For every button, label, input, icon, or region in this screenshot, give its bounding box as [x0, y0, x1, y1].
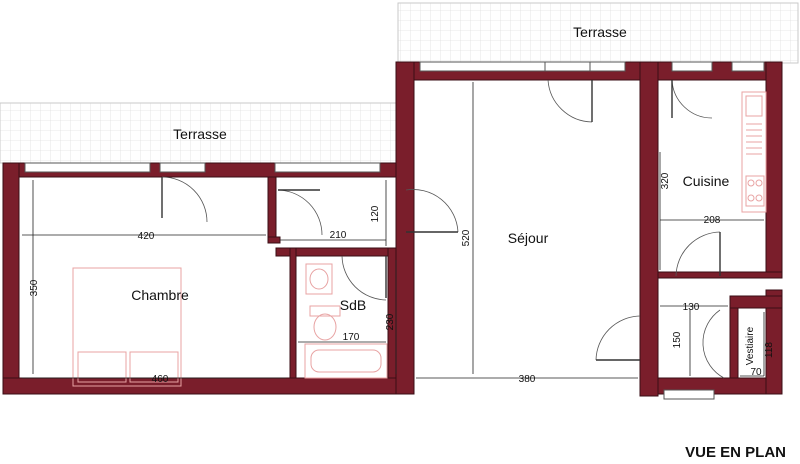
dim-chambre-height: 350	[29, 279, 40, 296]
dim-chambre-bottom: 460	[152, 374, 169, 385]
dim-vestiaire-width: 70	[750, 367, 762, 378]
room-label-chambre: Chambre	[131, 287, 189, 303]
terrace-right-area	[397, 2, 799, 64]
terrace-left-area	[0, 102, 399, 164]
furniture	[72, 91, 767, 387]
toilet	[309, 305, 341, 317]
plan-title: VUE EN PLAN	[685, 444, 786, 461]
dim-cuisine-width: 208	[704, 215, 721, 226]
bathtub	[304, 343, 388, 379]
windows	[24, 61, 765, 400]
room-label-vestiaire: Vestiaire	[745, 326, 756, 365]
room-label-sejour: Séjour	[508, 230, 549, 246]
terrace-right-label: Terrasse	[573, 24, 627, 40]
dimension-lines	[22, 82, 765, 379]
dim-entry-height: 150	[672, 331, 683, 348]
dim-sdb-height: 230	[385, 313, 396, 330]
terrace-left-label: Terrasse	[173, 126, 227, 142]
dim-sdb-width: 170	[343, 332, 360, 343]
doors	[161, 79, 725, 379]
room-label-cuisine: Cuisine	[683, 173, 730, 189]
kitchen-counter	[741, 91, 767, 213]
sink	[305, 263, 333, 295]
dim-sejour-height: 520	[461, 229, 472, 246]
bed	[72, 267, 182, 387]
dim-sejour-bottom: 380	[519, 374, 536, 385]
dim-vestiaire-height: 118	[764, 342, 775, 358]
dim-hall-width: 210	[330, 230, 347, 241]
dim-chambre-width: 420	[138, 231, 155, 242]
room-label-sdb: SdB	[340, 297, 366, 313]
dim-entry-width: 130	[683, 302, 700, 313]
dim-hall-height: 120	[370, 205, 381, 222]
dim-cuisine-height: 320	[660, 172, 671, 189]
